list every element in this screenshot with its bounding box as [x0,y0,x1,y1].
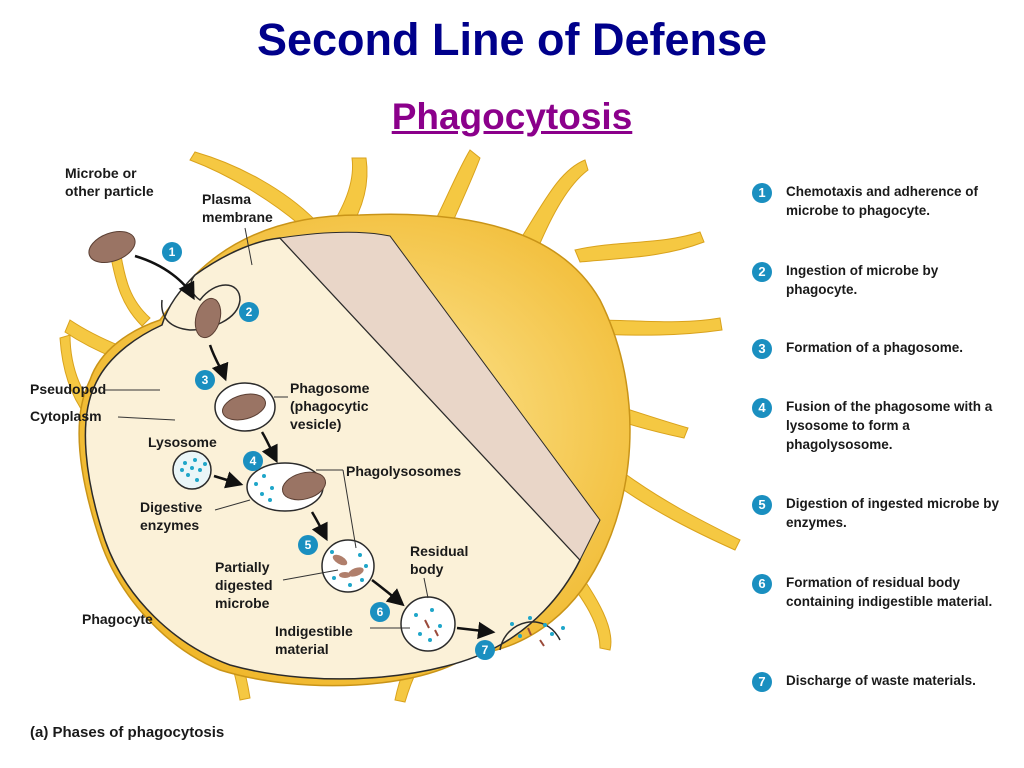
svg-text:2: 2 [246,305,253,319]
digested-fragments [332,554,364,578]
phagosome-microbe [222,393,266,421]
diagram-badge-7: 7 [475,640,495,660]
step-text: Digestion of ingested microbe by enzymes… [786,496,1000,530]
step-badge: 2 [752,262,772,282]
label-phagosome: Phagosome (phagocytic vesicle) [290,380,373,432]
arrow-4 [310,511,328,542]
discharge-opening [499,621,561,651]
digestion-enzymes [330,550,368,587]
label-residual-body: Residual body [410,543,472,577]
step-badge: 4 [752,398,772,418]
step-badge: 7 [752,672,772,692]
label-cytoplasm: Cytoplasm [30,408,102,424]
label-digestive-enzymes: Digestive enzymes [140,499,206,533]
step-badge: 3 [752,339,772,359]
cytoplasm-region [84,237,581,680]
arrow-lyso [213,471,244,489]
microbe [88,230,136,264]
microbe-ingested [194,297,222,339]
svg-text:4: 4 [250,454,257,468]
step-text: Discharge of waste materials. [786,673,976,688]
diagram-badge-6: 6 [370,602,390,622]
label-indigestible: Indigestible material [275,623,357,657]
lysosome-enzymes [180,458,207,482]
figure-caption: (a) Phases of phagocytosis [30,724,224,741]
step-text: Ingestion of microbe by phagocyte. [786,263,939,297]
discharged-debris [527,627,545,647]
phagolysosome-enzymes [254,474,274,502]
step-badge: 1 [752,183,772,203]
residual-debris [424,619,439,637]
step-text: Fusion of the phagosome with a lysosome … [786,399,993,452]
arrow-5 [371,579,405,607]
label-partially-digested: Partially digested microbe [215,559,276,611]
label-phagocyte: Phagocyte [82,611,153,627]
diagram-badge-1: 1 [162,242,182,262]
arrow-2 [208,344,229,382]
arrow-1 [134,254,195,301]
arrow-3 [260,431,278,464]
label-plasma-membrane: Plasma membrane [202,191,273,225]
cut-surface [278,231,601,561]
arrow-6 [456,621,496,640]
step-badge: 5 [752,495,772,515]
svg-text:1: 1 [169,245,176,259]
step-text: Formation of a phagosome. [786,340,964,355]
caption-letter: (a) [30,724,49,741]
phagolysosome-microbe [281,471,327,501]
residual-contents [414,608,442,642]
slide-title: Second Line of Defense [256,14,768,65]
step-text: Chemotaxis and adherence of microbe to p… [786,184,979,218]
svg-text:7: 7 [482,643,489,657]
svg-text:3: 3 [202,373,209,387]
diagram-badge-5: 5 [298,535,318,555]
diagram-badge-4: 4 [243,451,263,471]
diagram-badge-2: 2 [239,302,259,322]
caption-text: Phases of phagocytosis [52,724,225,741]
label-lysosome: Lysosome [148,434,217,450]
slide-subtitle: Phagocytosis [391,96,633,137]
svg-text:5: 5 [305,538,312,552]
discharged-waste [510,616,565,638]
label-pseudopod: Pseudopod [30,381,106,397]
label-microbe: Microbe or other particle [65,165,154,199]
diagram-badge-3: 3 [195,370,215,390]
leader-lines [105,227,429,629]
step-badge: 6 [752,574,772,594]
label-phagolysosomes: Phagolysosomes [346,463,461,479]
step-text: Formation of residual body containing in… [786,575,993,609]
svg-text:6: 6 [377,605,384,619]
